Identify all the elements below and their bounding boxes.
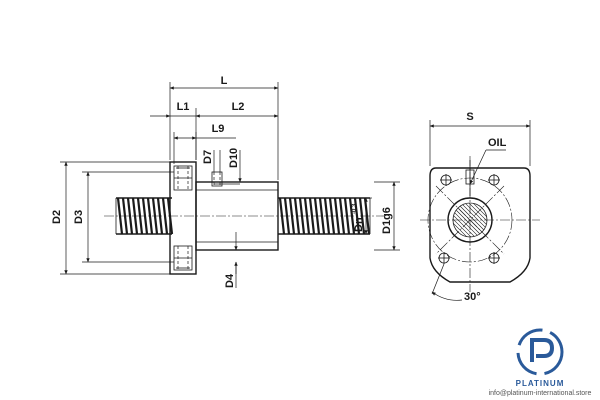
label-S: S [466, 111, 473, 123]
brand-email: info@platinum-international.store [489, 390, 592, 397]
dimension-angle: 30° [431, 263, 481, 303]
oil-hole: OIL [465, 137, 507, 196]
label-D2: D2 [51, 210, 63, 224]
dimension-D7-D10: D7 D10 [202, 148, 242, 185]
drawing-stroke [303, 197, 311, 235]
drawing-stroke [452, 218, 472, 238]
front-view: S OIL [420, 111, 540, 303]
label-Dn: Dn [353, 217, 365, 232]
flange [169, 161, 197, 275]
logo-ring-icon [516, 328, 564, 376]
label-angle: 30° [464, 291, 481, 303]
platinum-logo: PLATINUM info@platinum-international.sto… [489, 328, 592, 397]
drawing-stroke [462, 204, 486, 228]
logo-p-icon [530, 338, 555, 362]
label-D4: D4 [224, 273, 236, 288]
dimension-L: L [169, 75, 279, 180]
drawing-stroke [323, 197, 331, 235]
dimension-Dn-D1: Dn -0.3 D1g6 [352, 181, 400, 251]
label-D3: D3 [73, 210, 85, 224]
label-D10: D10 [228, 148, 240, 168]
label-Dn-tolerance: -0.3 [352, 203, 358, 214]
dimension-S: S [429, 111, 531, 166]
label-L1: L1 [177, 101, 190, 113]
dimension-L9: L9 [173, 123, 236, 164]
bolt-holes [438, 174, 500, 264]
label-L: L [221, 75, 228, 87]
drawing-stroke [481, 207, 483, 209]
side-view: L L1 L2 L9 D7 D10 [51, 75, 400, 288]
drawing-stroke [131, 197, 139, 235]
dimension-D2-D3: D2 D3 [51, 161, 174, 275]
dimension-D4: D4 [224, 232, 238, 288]
brand-name: PLATINUM [516, 379, 565, 388]
flange-outline [429, 167, 531, 283]
label-OIL: OIL [488, 137, 507, 149]
label-L2: L2 [232, 101, 245, 113]
label-D1g6: D1g6 [381, 207, 393, 234]
label-L9: L9 [212, 123, 225, 135]
drawing-stroke [453, 223, 467, 237]
label-D7: D7 [202, 150, 214, 164]
